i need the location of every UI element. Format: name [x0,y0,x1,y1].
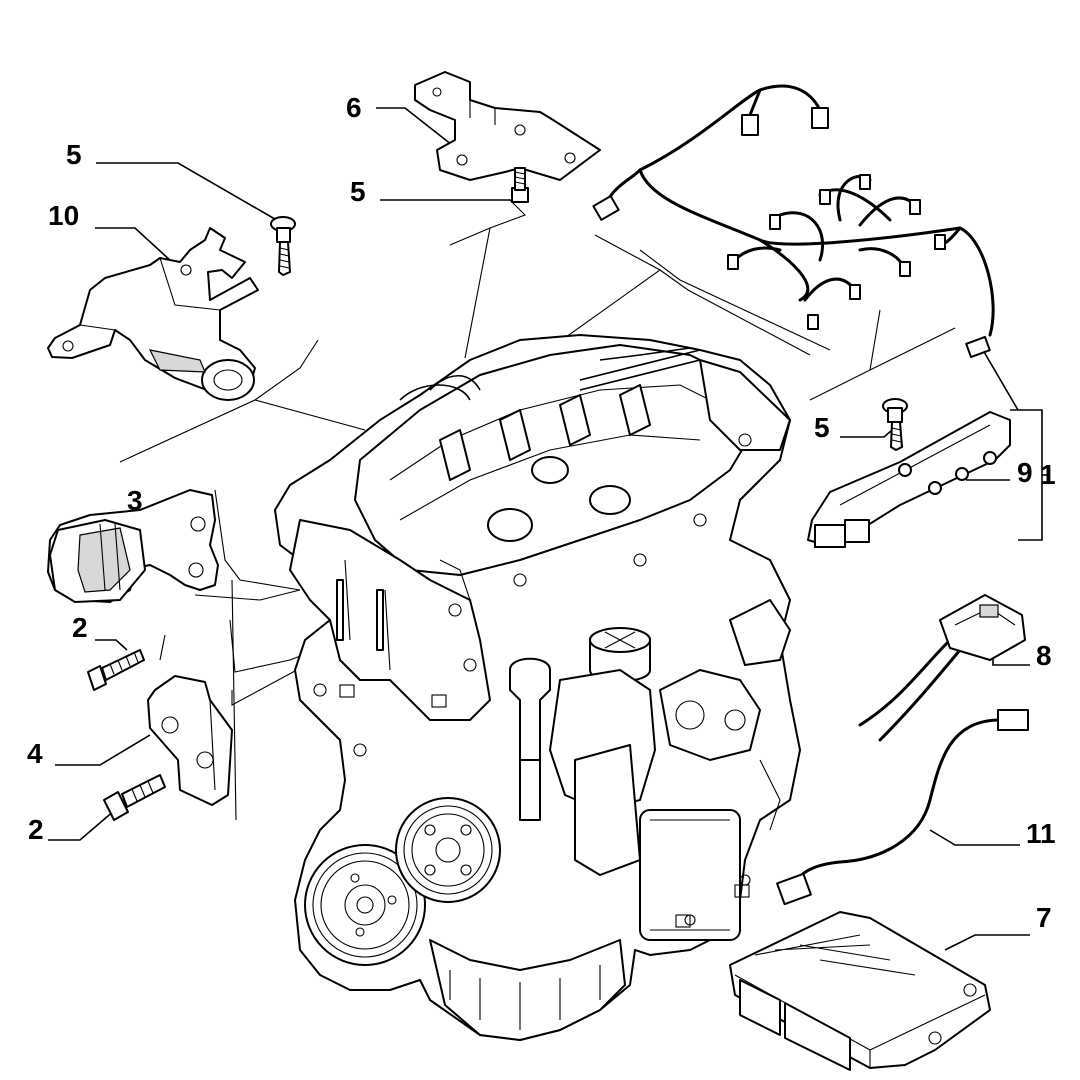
bolt-5-right [882,398,908,451]
plate-4 [147,675,233,806]
callout-2-upper: 2 [72,612,88,643]
bolt-5-top [511,167,529,203]
callout-7: 7 [1036,902,1052,933]
ecu-7 [729,911,991,1071]
leader-lines [48,107,1050,951]
cable-11 [776,709,1029,906]
callout-5-top: 5 [350,176,366,207]
callout-8: 8 [1036,640,1052,671]
callout-1: 1 [1040,459,1056,490]
callout-5-left: 5 [66,139,82,170]
bracket-6 [414,71,601,181]
bracket-10 [47,227,259,401]
callout-6: 6 [346,92,362,123]
bolt-2-lower [103,774,166,821]
callout-3: 3 [127,485,143,516]
engine-block [274,334,801,1041]
callout-4: 4 [27,738,43,769]
callout-10: 10 [48,200,80,231]
callout-5-right: 5 [814,412,830,443]
bolt-2-upper [87,649,145,691]
callout-2-lower: 2 [28,814,44,845]
bolt-5-left [270,216,296,276]
wiring-harness-1 [592,84,995,358]
callout-9: 9 [1017,457,1033,488]
callout-11: 11 [1026,818,1056,849]
clamp-3 [47,489,219,603]
connector-8 [858,594,1026,742]
fuel-rail-9 [807,411,1011,548]
